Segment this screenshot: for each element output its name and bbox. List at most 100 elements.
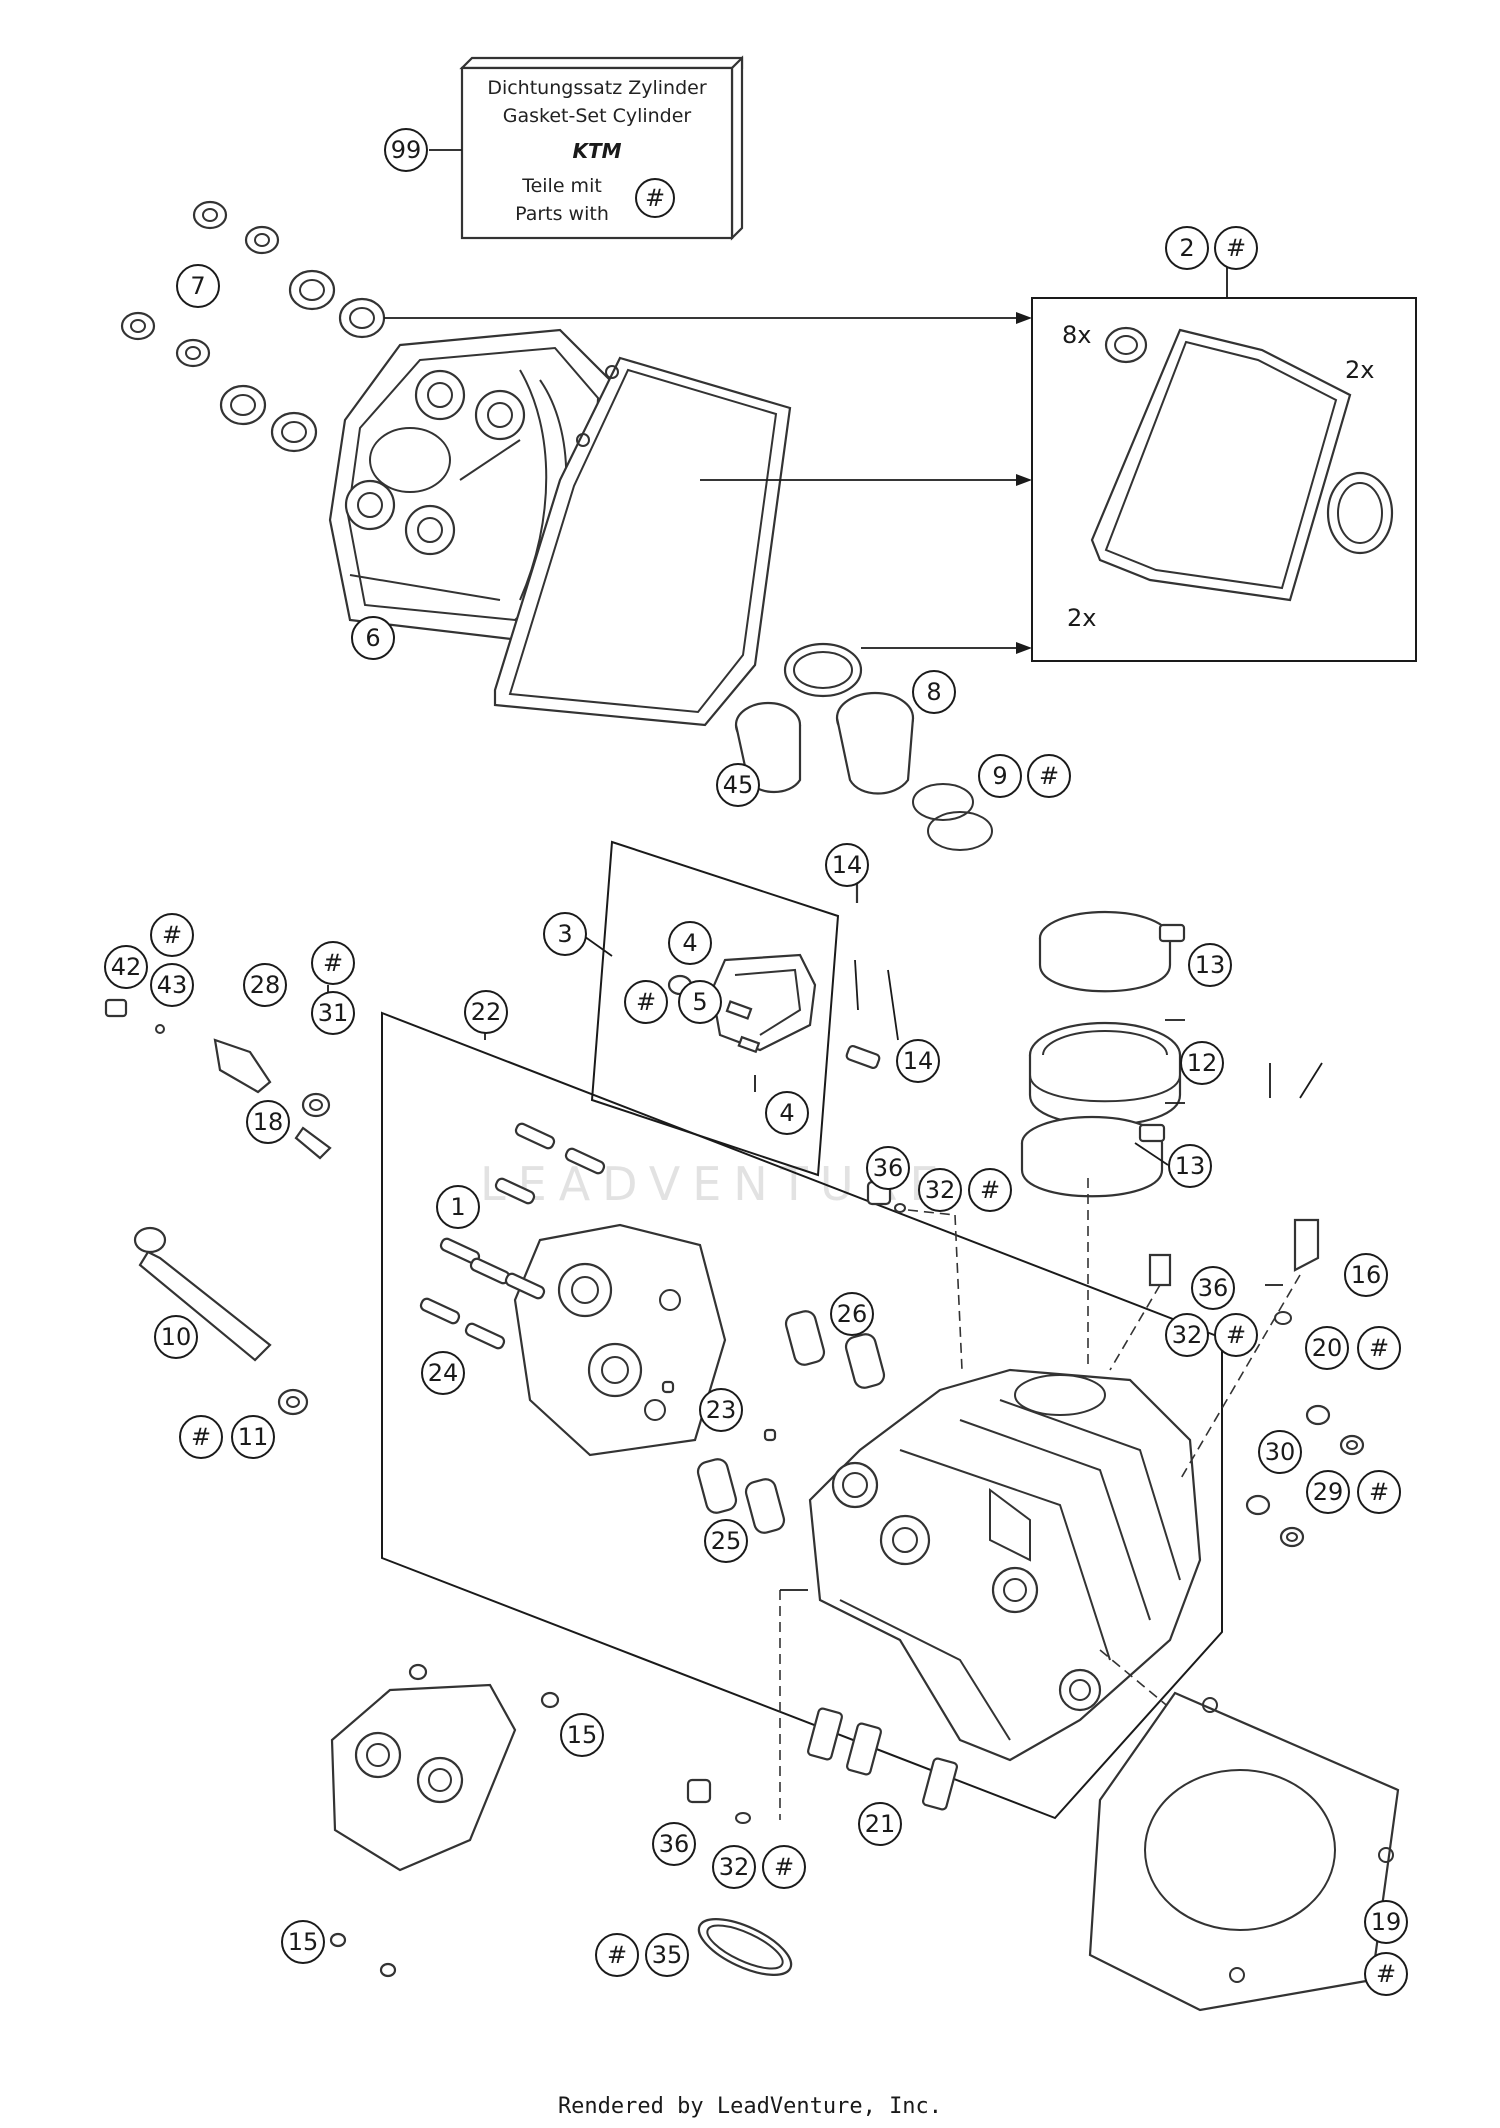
svg-text:10: 10: [161, 1323, 192, 1351]
callout-11-hash: #: [179, 1415, 223, 1459]
svg-text:13: 13: [1175, 1152, 1206, 1180]
svg-text:36: 36: [659, 1830, 690, 1858]
callout-43-hash: #: [150, 913, 194, 957]
kit-2-contents: 8x 2x 2x: [1062, 321, 1394, 632]
svg-text:32: 32: [719, 1853, 750, 1881]
callout-9: 9: [978, 754, 1022, 798]
svg-text:1: 1: [450, 1193, 465, 1221]
bearing-bridge-bolts: [419, 1122, 606, 1350]
svg-text:45: 45: [723, 771, 754, 799]
callout-5: 5: [678, 980, 722, 1024]
svg-text:30: 30: [1265, 1438, 1296, 1466]
svg-text:4: 4: [682, 929, 697, 957]
callout-32-top: 32: [918, 1168, 962, 1212]
svg-text:23: 23: [706, 1396, 737, 1424]
kit-22-frame: [381, 1011, 1223, 1820]
callout-43: 43: [150, 963, 194, 1007]
callout-31-hash: #: [311, 941, 355, 985]
spark-plug-shaft-seals: [734, 642, 993, 851]
o-ring-35: [697, 1918, 793, 1976]
callout-7: 7: [176, 264, 220, 308]
callout-36-mid: 36: [1191, 1266, 1235, 1310]
callout-23: 23: [699, 1388, 743, 1432]
callout-16: 16: [1344, 1253, 1388, 1297]
svg-text:6: 6: [365, 624, 380, 652]
svg-text:35: 35: [652, 1941, 683, 1969]
callout-1: 1: [436, 1185, 480, 1229]
svg-text:32: 32: [925, 1176, 956, 1204]
callout-15-top: 15: [560, 1713, 604, 1757]
callout-5-hash: #: [624, 980, 668, 1024]
gasket-kit-box: Dichtungssatz Zylinder Gasket-Set Cylind…: [459, 55, 744, 241]
svg-text:43: 43: [157, 971, 188, 999]
intake-flange-and-clamps: [1020, 910, 1186, 1198]
svg-text:#: #: [1376, 1960, 1396, 1988]
head-fasteners: [686, 1180, 1365, 1824]
svg-text:9: 9: [992, 762, 1007, 790]
svg-text:21: 21: [865, 1810, 896, 1838]
svg-text:#: #: [162, 921, 182, 949]
svg-text:28: 28: [250, 971, 281, 999]
callout-36-top: 36: [866, 1146, 910, 1190]
callout-21: 21: [858, 1802, 902, 1846]
svg-text:20: 20: [1312, 1334, 1343, 1362]
callout-18: 18: [246, 1100, 290, 1144]
svg-text:16: 16: [1351, 1261, 1382, 1289]
callout-42: 42: [104, 945, 148, 989]
callout-32-bottom-hash: #: [762, 1845, 806, 1889]
svg-text:#: #: [645, 184, 665, 212]
callout-20: 20: [1305, 1326, 1349, 1370]
callout-6: 6: [351, 616, 395, 660]
kit-3-frame: [590, 840, 840, 1177]
kit-box-line2: Gasket-Set Cylinder: [503, 105, 692, 127]
cover-nuts-and-seals: [120, 200, 386, 453]
callout-35: 35: [645, 1933, 689, 1977]
svg-text:#: #: [1226, 234, 1246, 262]
svg-text:#: #: [1039, 762, 1059, 790]
cylinder-head: [808, 1368, 1202, 1762]
callout-2-hash: #: [1214, 226, 1258, 270]
callout-36-bottom: 36: [652, 1822, 696, 1866]
watermark-text: LEADVENTURE: [480, 1157, 951, 1211]
svg-text:12: 12: [1187, 1049, 1218, 1077]
callout-26: 26: [830, 1292, 874, 1336]
svg-text:8: 8: [926, 678, 941, 706]
kit-box-line1: Dichtungssatz Zylinder: [487, 77, 707, 99]
callout-32-bottom: 32: [712, 1845, 756, 1889]
svg-text:25: 25: [711, 1527, 742, 1555]
callout-14-bottom: 14: [896, 1039, 940, 1083]
lower-bearing-bridge: [329, 1663, 560, 1978]
callout-14-top: 14: [825, 843, 869, 887]
svg-text:#: #: [1369, 1478, 1389, 1506]
cylinder-base-gasket: [1088, 1691, 1400, 2012]
callout-3: 3: [543, 912, 587, 956]
svg-text:3: 3: [557, 920, 572, 948]
svg-text:7: 7: [190, 272, 205, 300]
callout-24: 24: [421, 1351, 465, 1395]
svg-text:36: 36: [873, 1154, 904, 1182]
valve-cover-gasket: [493, 356, 792, 727]
callout-19: 19: [1364, 1900, 1408, 1944]
svg-text:#: #: [191, 1423, 211, 1451]
svg-text:31: 31: [318, 999, 349, 1027]
svg-text:14: 14: [903, 1047, 934, 1075]
callout-11: 11: [231, 1415, 275, 1459]
qty-2x-ring: 2x: [1345, 356, 1374, 384]
callout-31: 31: [311, 991, 355, 1035]
callout-10: 10: [154, 1315, 198, 1359]
kit-arrows: [384, 312, 1032, 654]
callout-25: 25: [704, 1519, 748, 1563]
footer-credit: Rendered by LeadVenture, Inc.: [557, 2094, 943, 2119]
callout-19-hash: #: [1364, 1952, 1408, 1996]
callout-45: 45: [716, 763, 760, 807]
svg-text:5: 5: [692, 988, 707, 1016]
svg-text:#: #: [607, 1941, 627, 1969]
svg-text:19: 19: [1371, 1908, 1402, 1936]
callout-35-hash: #: [595, 1933, 639, 1977]
svg-text:15: 15: [567, 1721, 598, 1749]
callout-29: 29: [1306, 1470, 1350, 1514]
svg-text:#: #: [774, 1853, 794, 1881]
svg-text:22: 22: [471, 998, 502, 1026]
svg-text:29: 29: [1313, 1478, 1344, 1506]
